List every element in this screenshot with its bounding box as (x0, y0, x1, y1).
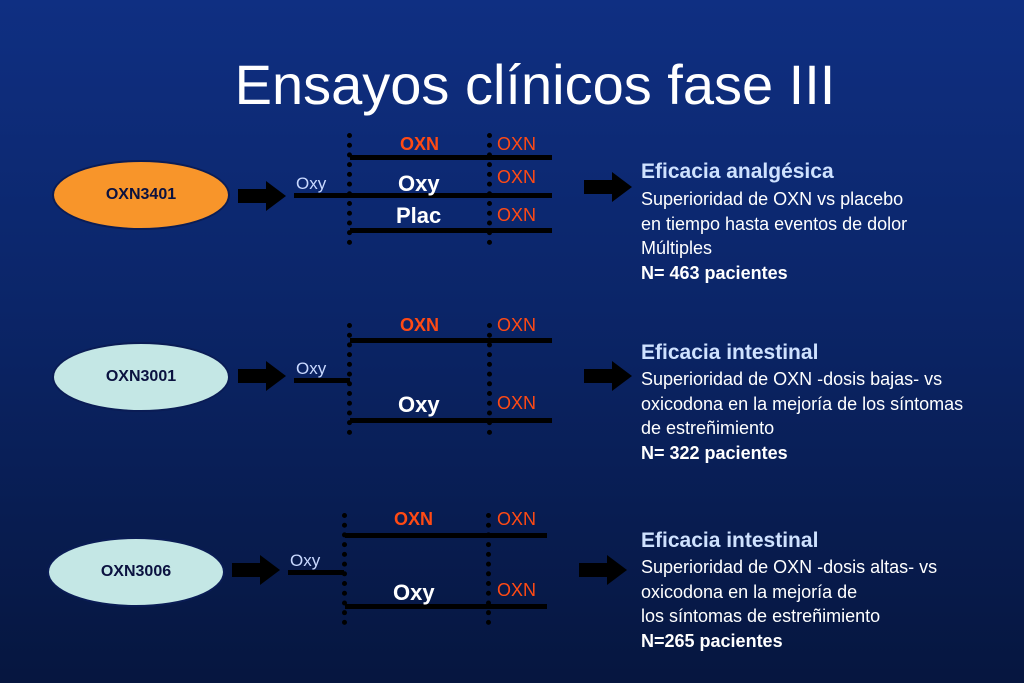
arm-line-top (345, 533, 547, 538)
arm-label: OXN (497, 580, 537, 600)
arm-line-top (350, 155, 552, 160)
arrow-right-icon (584, 361, 632, 391)
result-title: Eficacia analgésica (641, 160, 834, 183)
arm-label: OXN (497, 167, 537, 187)
phase-divider-right (486, 513, 491, 625)
trial-name: OXN3006 (100, 563, 172, 580)
result-text: Superioridad de OXN -dosis altas- vs oxi… (641, 555, 937, 653)
start-label: Oxy (296, 359, 327, 378)
result-line: los síntomas de estreñimiento (641, 606, 881, 626)
arm-label: OXN (497, 134, 537, 154)
phase-divider-left (347, 323, 352, 435)
phase-divider-right (487, 133, 492, 245)
arm-label: OXN (497, 509, 537, 529)
result-line: Superioridad de OXN -dosis bajas- vs (641, 369, 943, 389)
start-line (288, 570, 344, 575)
arm-label: Oxy (398, 171, 440, 196)
result-line: Superioridad de OXN vs placebo (641, 189, 904, 209)
arm-label: OXN (400, 315, 440, 335)
start-line (294, 193, 350, 198)
start-label: Oxy (290, 551, 321, 570)
arrow-right-icon (584, 172, 632, 202)
result-line: de estreñimiento (641, 418, 775, 438)
trial-ellipse-oxn3006: OXN3006 (47, 537, 225, 607)
arrow-right-icon (232, 555, 280, 585)
arm-line-lower (350, 418, 552, 423)
arm-line-lower (350, 228, 552, 233)
arm-line-middle (350, 193, 552, 198)
arm-line-top (350, 338, 552, 343)
result-text: Superioridad de OXN -dosis bajas- vs oxi… (641, 367, 963, 465)
trial-ellipse-oxn3001: OXN3001 (52, 342, 230, 412)
result-line: oxicodona en la mejoría de los síntomas (641, 393, 964, 414)
result-title: Eficacia intestinal (641, 529, 819, 552)
arm-label: OXN (400, 134, 440, 154)
start-label: Oxy (296, 174, 327, 193)
phase-divider-left (342, 513, 347, 625)
result-line: en tiempo hasta eventos de dolor (641, 213, 908, 234)
patient-count: N= 322 pacientes (641, 442, 788, 463)
start-line (294, 378, 350, 383)
arrow-right-icon (579, 555, 627, 585)
trial-name: OXN3401 (105, 186, 177, 203)
result-title: Eficacia intestinal (641, 341, 819, 364)
result-text: Superioridad de OXN vs placebo en tiempo… (641, 187, 907, 285)
result-line: Múltiples (641, 238, 713, 258)
result-line: Superioridad de OXN -dosis altas- vs (641, 557, 938, 577)
phase-divider-left (347, 133, 352, 245)
phase-divider-right (487, 323, 492, 435)
result-line: oxicodona en la mejoría de (641, 581, 858, 602)
arrow-right-icon (238, 181, 286, 211)
arrow-right-icon (238, 361, 286, 391)
arm-label: Oxy (398, 392, 440, 417)
arm-label: OXN (497, 205, 537, 225)
arm-label: OXN (394, 509, 434, 529)
arm-label: OXN (497, 393, 537, 413)
arm-label: Oxy (393, 580, 435, 605)
patient-count: N= 463 pacientes (641, 262, 788, 283)
patient-count: N=265 pacientes (641, 630, 783, 651)
arm-line-lower (345, 604, 547, 609)
arm-label: OXN (497, 315, 537, 335)
trial-ellipse-oxn3401: OXN3401 (52, 160, 230, 230)
slide-title: Ensayos clínicos fase III (234, 53, 836, 116)
arm-label: Plac (396, 203, 442, 228)
trial-name: OXN3001 (105, 368, 177, 385)
